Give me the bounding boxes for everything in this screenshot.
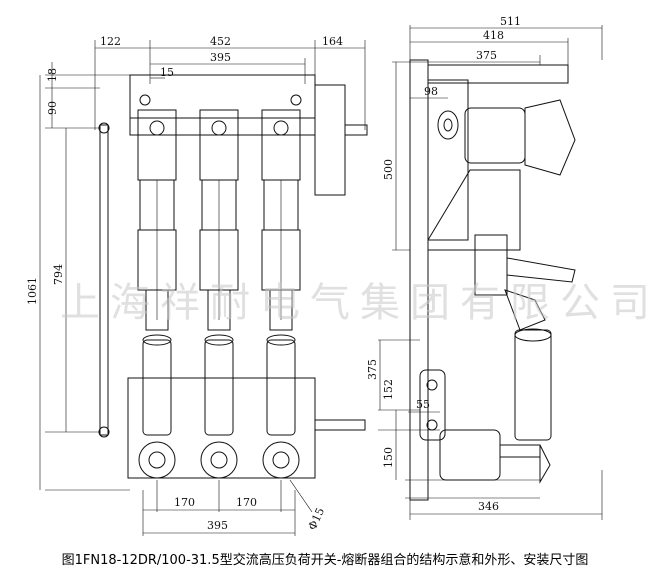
pole-2 [199, 109, 239, 479]
mount-hole-right [290, 94, 302, 106]
side-blade [524, 99, 576, 176]
dim-395-bottom: 395 [207, 519, 228, 532]
base-frame [127, 377, 316, 479]
side-dim-55: 55 [416, 398, 430, 411]
side-dim-375-left: 375 [366, 359, 379, 380]
dim-452: 452 [210, 35, 231, 48]
side-mech [474, 234, 508, 296]
pole-1 [137, 109, 177, 479]
bottom-shaft [314, 419, 366, 431]
dim-164: 164 [322, 35, 343, 48]
top-bracket [427, 64, 569, 84]
side-dim-511: 511 [500, 15, 521, 28]
dim-170-left: 170 [174, 496, 195, 509]
technical-drawing: 122 452 164 395 15 18 90 794 1061 170 17… [26, 15, 603, 536]
figure-caption: 图1FN18-12DR/100-31.5型交流高压负荷开关-熔断器组合的结构示意… [61, 553, 589, 568]
side-handle [506, 257, 576, 283]
front-view: 122 452 164 395 15 18 90 794 1061 170 17… [26, 35, 368, 536]
dim-170-right: 170 [236, 496, 257, 509]
side-frame [409, 59, 429, 501]
dim-90: 90 [46, 101, 59, 115]
side-dim-150: 150 [382, 447, 395, 468]
side-fuse [514, 329, 552, 441]
dim-18: 18 [46, 68, 59, 82]
drawing-canvas: 122 452 164 395 15 18 90 794 1061 170 17… [26, 15, 603, 536]
pole-3 [261, 109, 301, 479]
dim-1061: 1061 [26, 277, 39, 305]
side-insulator [464, 107, 526, 164]
dim-15: 15 [160, 66, 174, 79]
linkage-rod [99, 124, 109, 436]
side-dim-500: 500 [382, 159, 395, 180]
dim-phi15: Φ15 [306, 506, 328, 532]
side-dim-98: 98 [424, 85, 438, 98]
dim-794: 794 [52, 264, 65, 285]
side-dim-418: 418 [483, 29, 504, 42]
side-dim-346: 346 [478, 500, 499, 513]
side-bearing [437, 110, 459, 140]
mount-hole-left [139, 94, 151, 106]
dim-122: 122 [100, 35, 121, 48]
operating-mechanism [314, 84, 346, 196]
side-lower-insulator [439, 429, 501, 481]
side-view: 511 418 375 98 500 375 152 55 150 346 [366, 15, 603, 520]
operating-shaft [344, 124, 368, 136]
side-base-bracket [419, 369, 446, 441]
side-dim-375: 375 [476, 49, 497, 62]
side-dim-152: 152 [382, 379, 395, 400]
dim-395-top: 395 [210, 51, 231, 64]
